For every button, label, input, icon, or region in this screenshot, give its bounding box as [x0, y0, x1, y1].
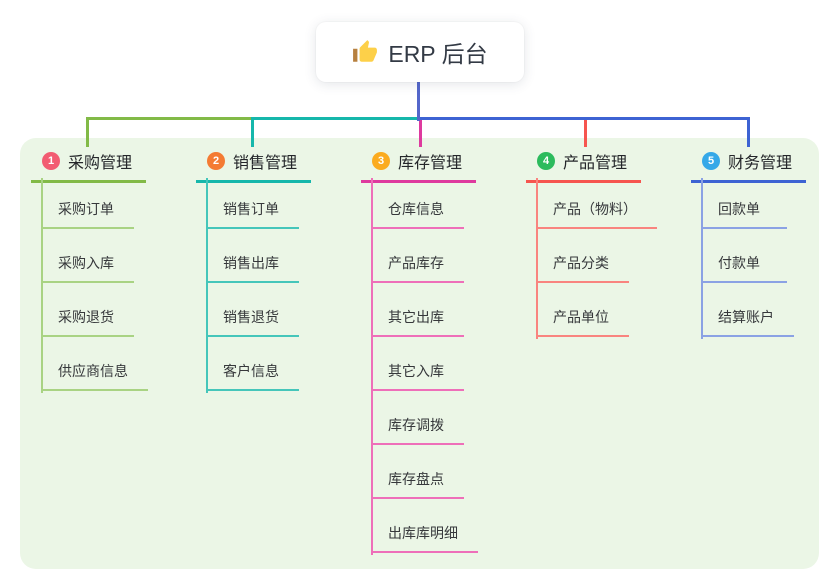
branch-node-4[interactable]: 4 产品管理 [526, 149, 642, 183]
connector-drop-line [85, 117, 89, 147]
leaf-node[interactable]: 供应商信息 [41, 361, 148, 391]
leaf-node[interactable]: 销售退货 [206, 307, 299, 337]
connector-drop-line [250, 117, 254, 147]
thumbs-up-icon [353, 40, 378, 62]
branch-node-2[interactable]: 2 销售管理 [196, 149, 312, 183]
leaf-node[interactable]: 客户信息 [206, 361, 299, 391]
leaf-node[interactable]: 销售订单 [206, 199, 299, 229]
connector-drop-line [583, 117, 587, 147]
leaf-node[interactable]: 库存盘点 [371, 469, 464, 499]
leaf-node[interactable]: 产品（物料） [536, 199, 657, 229]
leaf-node[interactable]: 结算账户 [701, 307, 794, 337]
branch-node-5[interactable]: 5 财务管理 [691, 149, 807, 183]
branch-child-rail [536, 178, 538, 339]
connector-drop-line [746, 117, 750, 147]
branch-child-rail [41, 178, 43, 393]
branch-label: 库存管理 [398, 155, 463, 172]
root-connector-line [417, 82, 420, 121]
connector-bus-line [85, 117, 252, 120]
branch-number-badge: 2 [207, 152, 225, 170]
leaf-node[interactable]: 采购订单 [41, 199, 134, 229]
connector-bus-line [250, 117, 420, 120]
leaf-node[interactable]: 其它出库 [371, 307, 464, 337]
leaf-node[interactable]: 采购退货 [41, 307, 134, 337]
branch-number-badge: 4 [537, 152, 555, 170]
leaf-node[interactable]: 其它入库 [371, 361, 464, 391]
leaf-node[interactable]: 采购入库 [41, 253, 134, 283]
branch-label: 销售管理 [233, 155, 298, 172]
branch-number-badge: 3 [372, 152, 390, 170]
leaf-node[interactable]: 销售出库 [206, 253, 299, 283]
leaf-node[interactable]: 产品单位 [536, 307, 629, 337]
branch-label: 产品管理 [563, 155, 628, 172]
connector-drop-line [418, 117, 422, 147]
branch-child-rail [371, 178, 373, 555]
branch-child-rail [701, 178, 703, 339]
leaf-node[interactable]: 付款单 [701, 253, 787, 283]
branch-node-3[interactable]: 3 库存管理 [361, 149, 477, 183]
branch-node-1[interactable]: 1 采购管理 [31, 149, 147, 183]
leaf-node[interactable]: 回款单 [701, 199, 787, 229]
connector-bus-line [418, 117, 750, 120]
branch-label: 采购管理 [68, 155, 133, 172]
leaf-node[interactable]: 库存调拨 [371, 415, 464, 445]
branch-label: 财务管理 [728, 155, 793, 172]
branch-number-badge: 5 [702, 152, 720, 170]
leaf-node[interactable]: 仓库信息 [371, 199, 464, 229]
leaf-node[interactable]: 产品库存 [371, 253, 464, 283]
branch-number-badge: 1 [42, 152, 60, 170]
branch-child-rail [206, 178, 208, 393]
leaf-node[interactable]: 出库库明细 [371, 523, 478, 553]
leaf-node[interactable]: 产品分类 [536, 253, 629, 283]
root-node-erp[interactable]: ERP 后台 [316, 22, 524, 82]
root-node-label: ERP 后台 [388, 41, 488, 67]
